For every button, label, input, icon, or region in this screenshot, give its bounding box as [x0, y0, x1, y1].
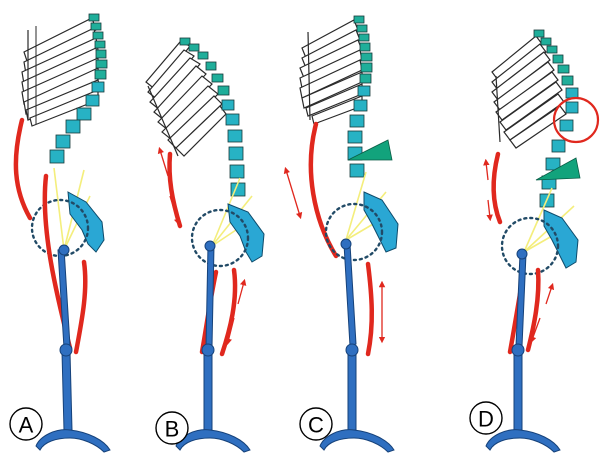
panel-c: C [286, 16, 398, 452]
pelvis [68, 192, 104, 252]
pelvis [544, 210, 578, 268]
abdominal-muscle [494, 154, 500, 222]
svg-text:D: D [478, 407, 494, 432]
panel-a: A [10, 14, 110, 452]
abdominal-muscle [169, 154, 180, 226]
quadriceps [76, 262, 85, 352]
leg-bones [176, 241, 250, 452]
abdominal-muscle [16, 120, 30, 218]
panel-label-d: D [470, 402, 502, 434]
panel-label-a: A [10, 408, 42, 440]
panel-label-c: C [300, 408, 332, 440]
ribcage [300, 20, 362, 124]
svg-text:A: A [19, 413, 34, 438]
svg-text:B: B [165, 417, 180, 442]
svg-text:C: C [308, 413, 324, 438]
pelvis [364, 192, 398, 252]
leg-bones [36, 245, 110, 452]
abdominal-muscle [311, 124, 336, 256]
panel-label-b: B [156, 412, 188, 444]
quadriceps [368, 264, 372, 354]
panel-d: D [470, 30, 598, 452]
panel-b: B [146, 38, 264, 452]
ribcage [146, 42, 226, 156]
